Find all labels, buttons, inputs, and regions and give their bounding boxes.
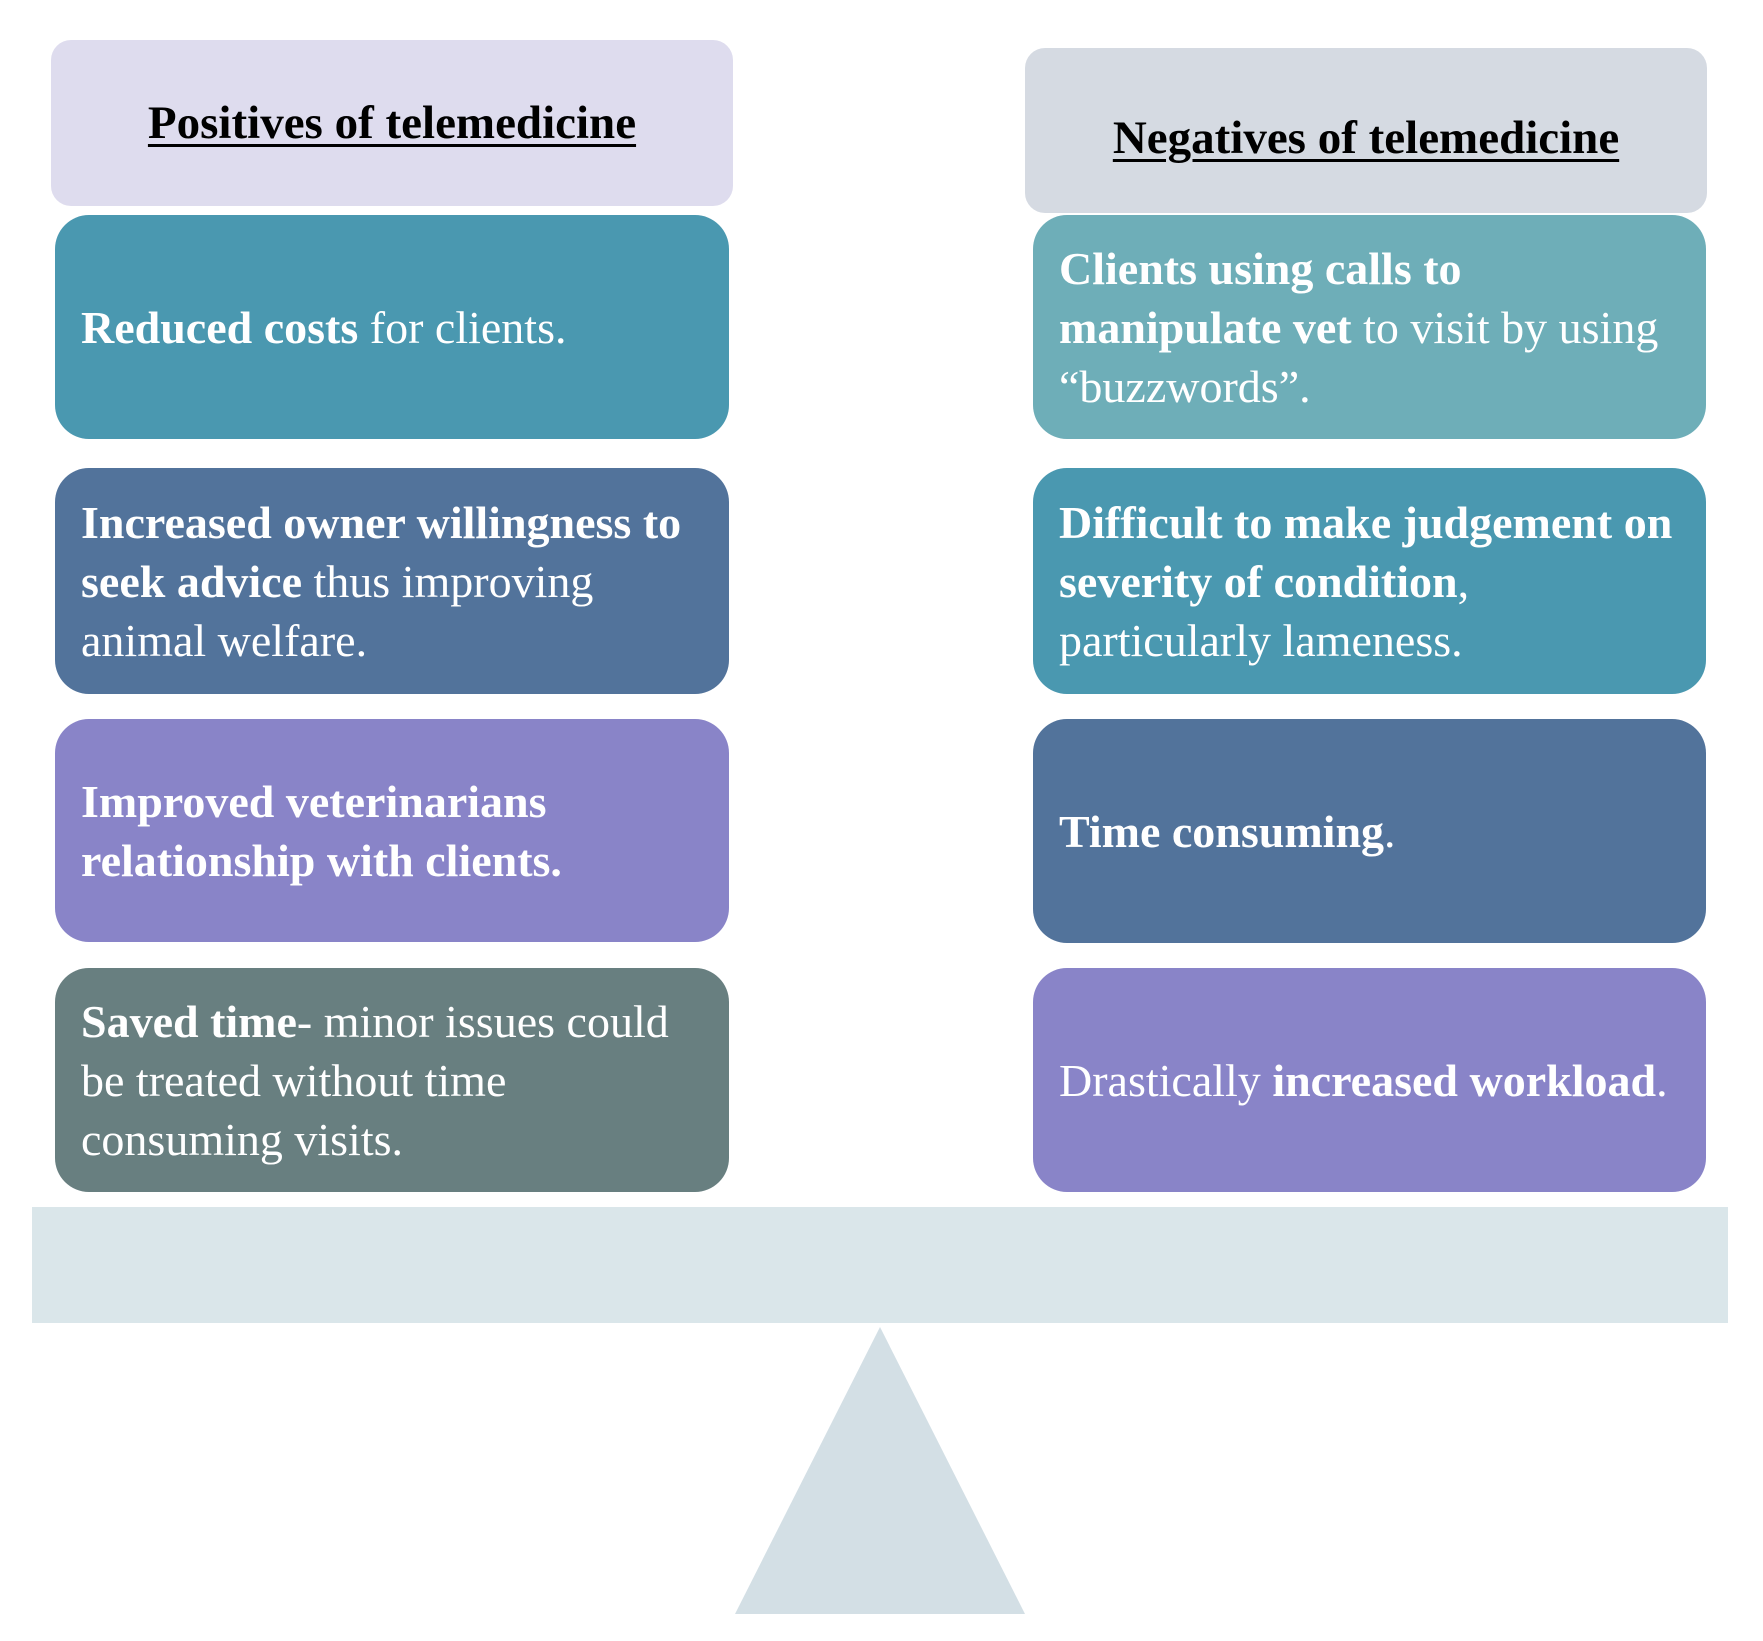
card-text-bold: Increased owner willingness to seek advi… xyxy=(81,496,682,607)
positive-card-reduced-costs: Reduced costs for clients. xyxy=(55,215,729,439)
positive-card-text: Improved veterinarians relationship with… xyxy=(81,772,703,890)
negatives-header: Negatives of telemedicine xyxy=(1112,111,1620,164)
card-text-regular: for clients. xyxy=(358,301,567,353)
positives-header: Positives of telemedicine xyxy=(147,97,637,149)
positive-card-vet-relationship: Improved veterinarians relationship with… xyxy=(55,719,729,942)
card-text-bold: Difficult to make judgement on severity … xyxy=(1059,496,1673,607)
negatives-header-box: Negatives of telemedicine xyxy=(1025,48,1707,213)
fulcrum-triangle xyxy=(735,1327,1025,1614)
card-text-bold: Clients using calls to manipulate vet xyxy=(1059,242,1462,353)
positives-header-box: Positives of telemedicine xyxy=(51,40,733,206)
card-text-bold: Improved veterinarians relationship with… xyxy=(81,775,562,886)
negative-card-judgement: Difficult to make judgement on severity … xyxy=(1033,468,1706,694)
card-text-bold: Reduced costs xyxy=(81,301,359,353)
card-text-bold: Saved time xyxy=(81,995,297,1047)
card-text-bold: Time consuming xyxy=(1059,805,1385,857)
negative-card-workload: Drastically increased workload. xyxy=(1033,968,1706,1192)
positive-card-text: Saved time- minor issues could be treate… xyxy=(81,992,703,1169)
positive-card-owner-willingness: Increased owner willingness to seek advi… xyxy=(55,468,729,694)
positive-card-text: Increased owner willingness to seek advi… xyxy=(81,493,703,670)
negative-card-text: Time consuming. xyxy=(1059,802,1396,861)
card-text-regular: to visit by using “buzzwords”. xyxy=(1059,301,1659,412)
fulcrum-shape xyxy=(735,1327,1025,1614)
card-text-regular: . xyxy=(1384,805,1396,857)
card-text-regular: - minor issues could be treated without … xyxy=(81,995,669,1165)
negative-card-text: Drastically increased workload. xyxy=(1059,1051,1668,1110)
negative-card-buzzwords: Clients using calls to manipulate vet to… xyxy=(1033,215,1706,439)
negative-card-time-consuming: Time consuming. xyxy=(1033,719,1706,943)
card-text-regular: Drastically xyxy=(1059,1054,1273,1106)
card-text-bold: increased workload xyxy=(1272,1054,1657,1106)
card-text-regular: , particularly lameness. xyxy=(1059,555,1470,666)
card-text-regular: thus improving animal welfare. xyxy=(81,555,594,666)
card-text-regular: . xyxy=(1656,1054,1668,1106)
negative-card-text: Clients using calls to manipulate vet to… xyxy=(1059,239,1680,416)
balance-beam xyxy=(32,1207,1728,1323)
positive-card-saved-time: Saved time- minor issues could be treate… xyxy=(55,968,729,1192)
positive-card-text: Reduced costs for clients. xyxy=(81,298,566,357)
negative-card-text: Difficult to make judgement on severity … xyxy=(1059,493,1680,670)
